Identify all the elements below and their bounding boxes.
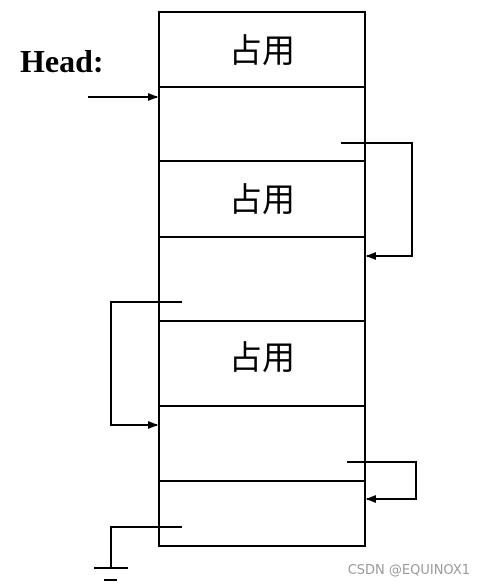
head-label: Head: <box>20 43 104 79</box>
occupied-block-label: 占用 <box>229 180 295 219</box>
occupied-block-label: 占用 <box>229 31 295 70</box>
watermark: CSDN @EQUINOX1 <box>347 563 470 578</box>
occupied-block-label: 占用 <box>229 338 295 377</box>
free-link-arrow <box>347 461 417 503</box>
free-link-arrow <box>341 142 413 260</box>
free-link-arrow <box>110 301 182 429</box>
null-pointer-line <box>110 526 182 568</box>
memory-column <box>158 11 366 547</box>
